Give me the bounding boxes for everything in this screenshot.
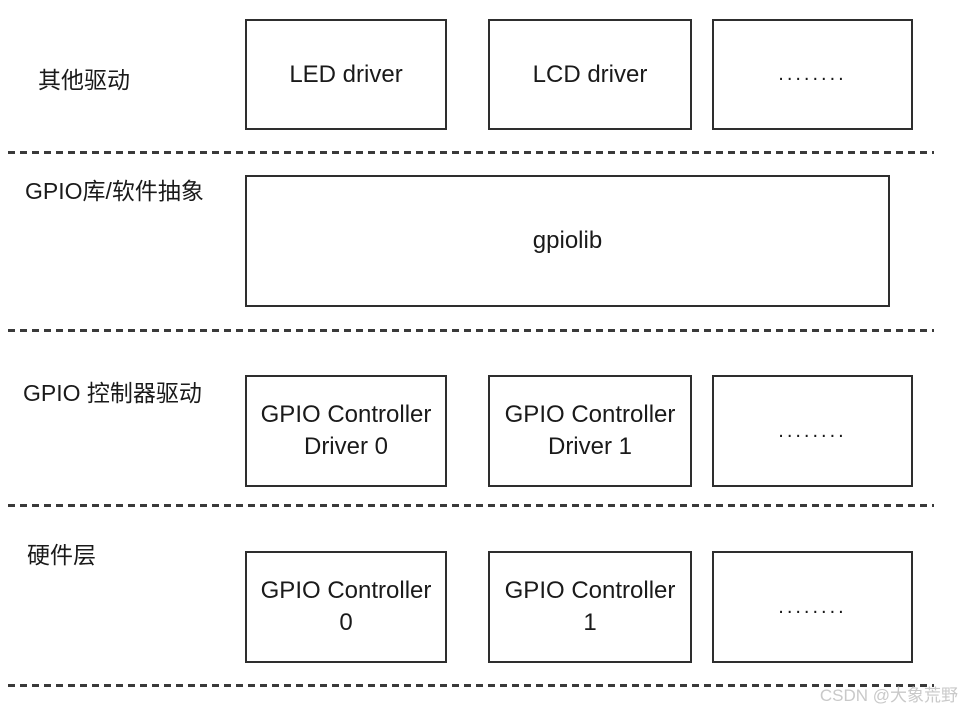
layer-separator-2 <box>8 329 934 332</box>
box-led-driver: LED driver <box>245 19 447 130</box>
layer-separator-3 <box>8 504 934 507</box>
layer-label-gpio-controller-driver: GPIO 控制器驱动 <box>23 380 202 406</box>
csdn-watermark: CSDN @大象荒野 <box>819 686 958 705</box>
box-controller-drivers-ellipsis: ........ <box>712 375 913 487</box>
layer-label-other-drivers: 其他驱动 <box>38 67 130 93</box>
box-lcd-driver: LCD driver <box>488 19 692 130</box>
layer-label-gpio-lib-abstraction: GPIO库/软件抽象 <box>25 178 204 204</box>
layer-label-hardware: 硬件层 <box>27 542 96 568</box>
box-hardware-ellipsis: ........ <box>712 551 913 663</box>
layer-separator-4 <box>8 684 934 687</box>
box-gpio-controller-driver-0: GPIO Controller Driver 0 <box>245 375 447 487</box>
box-other-drivers-ellipsis: ........ <box>712 19 913 130</box>
box-gpio-controller-0: GPIO Controller 0 <box>245 551 447 663</box>
box-gpio-controller-driver-1: GPIO Controller Driver 1 <box>488 375 692 487</box>
box-gpiolib: gpiolib <box>245 175 890 307</box>
layer-separator-1 <box>8 151 934 154</box>
box-gpio-controller-1: GPIO Controller 1 <box>488 551 692 663</box>
